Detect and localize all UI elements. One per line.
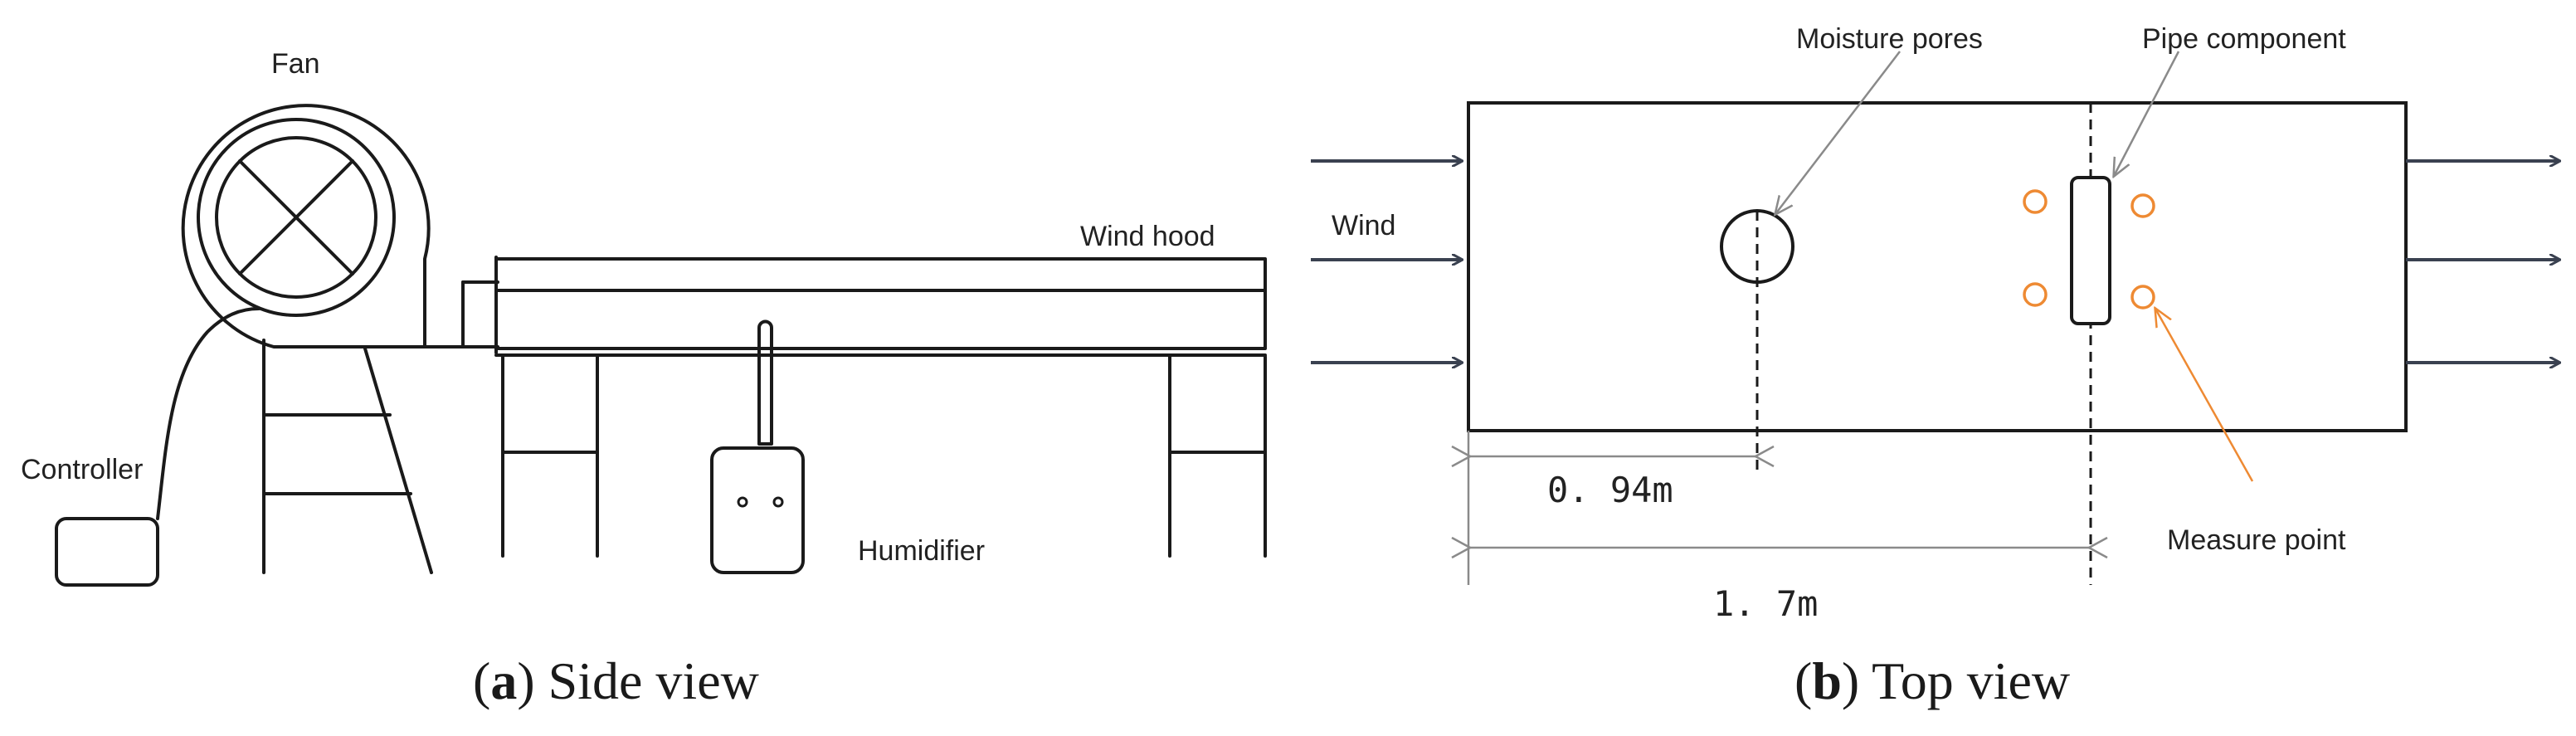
- pipe-component-label: Pipe component: [2142, 23, 2346, 55]
- moisture-pores-label: Moisture pores: [1796, 23, 1983, 55]
- fan-blade-2: [238, 159, 354, 275]
- moisture-pores-leader: [1775, 51, 1901, 214]
- side-view-panel: [55, 104, 1267, 587]
- measure-point-leader: [2155, 309, 2254, 482]
- duct-support-left: [501, 355, 599, 558]
- humidifier-knob-right: [772, 496, 784, 508]
- fan-rotor: [215, 136, 377, 299]
- caption-side-text: Side view: [535, 651, 759, 710]
- humidifier-label: Humidifier: [858, 535, 985, 567]
- measure-points: [2023, 189, 2155, 310]
- wind-label: Wind: [1332, 210, 1395, 241]
- measure-point-label: Measure point: [2167, 524, 2346, 556]
- dimension-label-short: 0. 94m: [1547, 470, 1673, 510]
- controller-box: [55, 517, 159, 587]
- fan-inner-circle: [197, 118, 396, 317]
- caption-top-letter: b: [1812, 651, 1842, 710]
- wind-hood: [494, 256, 1267, 357]
- controller-label: Controller: [21, 454, 143, 485]
- top-view-panel: [1311, 51, 2559, 585]
- humidifier-hose: [757, 319, 773, 446]
- fan-label: Fan: [271, 48, 320, 80]
- duct-outline: [1467, 101, 2408, 432]
- inlet-arrows: [1311, 161, 1462, 363]
- fan-stand: [262, 339, 433, 574]
- measure-point-upper-left: [2023, 189, 2048, 214]
- outlet-arrows: [2406, 161, 2559, 363]
- caption-side-view: (a) Side view: [473, 651, 759, 710]
- pipe-component-leader: [2114, 51, 2180, 176]
- caption-top-view: (b) Top view: [1794, 651, 2070, 710]
- humidifier-knob-left: [737, 496, 748, 508]
- measure-point-upper-right: [2130, 193, 2155, 218]
- fan-housing: [181, 104, 431, 349]
- caption-side-letter: a: [490, 651, 517, 710]
- measure-point-lower-right: [2130, 285, 2155, 310]
- dimension-label-long: 1. 7m: [1713, 583, 1818, 624]
- measure-point-lower-left: [2023, 282, 2048, 307]
- caption-top-text: Top view: [1859, 651, 2070, 710]
- fan-outlet: [423, 280, 499, 349]
- pipe-component: [2070, 176, 2111, 325]
- duct-support-right: [1168, 355, 1267, 558]
- humidifier-body: [710, 446, 805, 574]
- wind-hood-label: Wind hood: [1080, 221, 1215, 252]
- controller-cable: [156, 307, 261, 520]
